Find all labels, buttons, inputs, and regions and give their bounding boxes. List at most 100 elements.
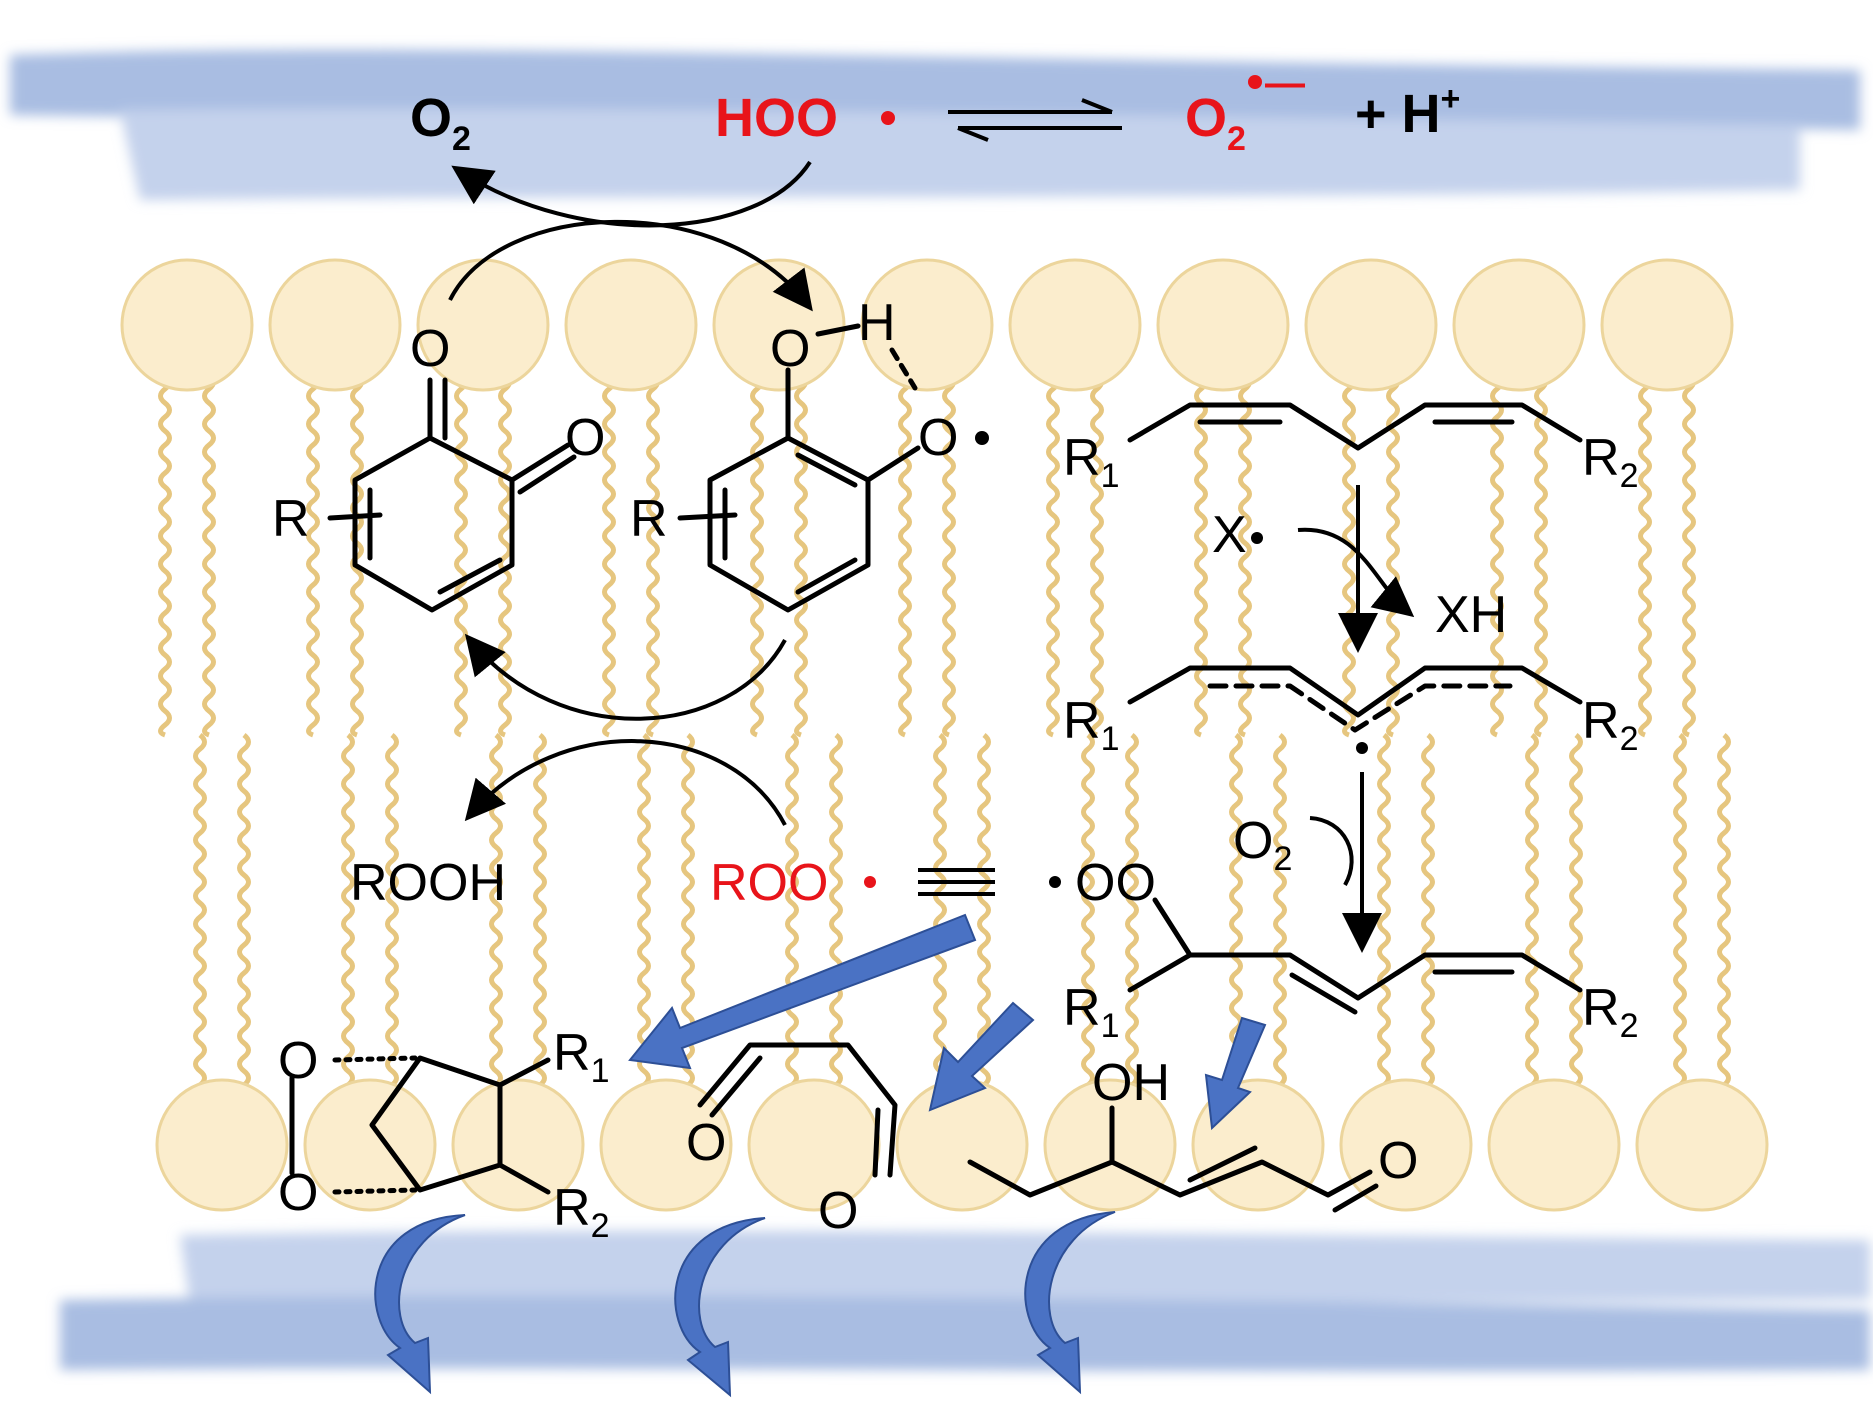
hne-oh: OH <box>1092 1054 1170 1112</box>
hoo-radical-label: HOO <box>715 88 838 148</box>
product-arrows <box>628 913 1267 1131</box>
rooh-label: ROOH <box>350 854 506 912</box>
release-arrow-1 <box>374 1214 466 1395</box>
lipid-heads <box>120 258 1769 1212</box>
o2-mid-label: O2 <box>1233 812 1292 878</box>
lipid-head <box>268 258 402 392</box>
arrow-to-mda <box>928 1001 1035 1112</box>
semiquinone-r: R <box>630 490 668 548</box>
semiquinone-structure <box>677 323 921 613</box>
arrow-x-to-xh <box>1297 527 1415 618</box>
lipid-tail <box>385 733 399 1098</box>
lipid-tail <box>933 733 947 1098</box>
lipid-tail <box>1673 733 1687 1098</box>
arrow-roo-to-rooh <box>464 739 787 826</box>
x-radical-label: X <box>1212 506 1247 564</box>
malondialdehyde-structure <box>697 1042 898 1178</box>
proton-label: + H+ <box>1355 80 1460 144</box>
lipid-tail <box>942 373 956 738</box>
lipid-head <box>1156 258 1290 392</box>
o2-top-label: O2 <box>410 88 471 158</box>
endoperoxide-o2: O <box>278 1164 318 1222</box>
lipid-head <box>120 258 254 392</box>
allyl-r2: R2 <box>1582 692 1638 758</box>
quinone-o2: O <box>565 409 605 467</box>
lipid-tail <box>237 733 251 1098</box>
lipid-head <box>155 1078 289 1212</box>
water-band-top <box>10 49 1860 200</box>
lipid-head <box>599 1078 733 1212</box>
peroxyl-r1: R1 <box>1063 979 1119 1045</box>
superoxide-dot <box>1248 75 1262 89</box>
lipid-tail <box>158 373 172 738</box>
water-band-bottom <box>60 1230 1870 1372</box>
lipid-tail <box>898 373 912 738</box>
lipid-head <box>564 258 698 392</box>
identity-symbol <box>918 868 995 896</box>
lipid-tail <box>785 733 799 1098</box>
pentadienyl-radical-structure <box>1127 665 1583 733</box>
lipid-tail <box>1125 733 1139 1098</box>
lipid-head <box>1008 258 1142 392</box>
pufa-diene-structure <box>1127 402 1583 451</box>
hne-o: O <box>1378 1132 1418 1190</box>
oo-radical-dot <box>1049 876 1061 888</box>
roo-radical-label: ROO <box>710 854 828 912</box>
lipid-head <box>1487 1078 1621 1212</box>
equilibrium-arrows <box>948 98 1122 142</box>
arrow-quinone-to-semiquinone <box>448 219 813 312</box>
lipid-tail <box>454 373 468 738</box>
o-quinone-structure <box>327 377 577 613</box>
diene-r2: R2 <box>1582 429 1638 495</box>
lipid-tails <box>158 373 1731 1098</box>
lipid-tail <box>1638 373 1652 738</box>
lipid-head <box>1452 258 1586 392</box>
arrow-semiquinone-to-quinone <box>464 633 787 721</box>
lipid-tail <box>1569 733 1583 1098</box>
pentadienyl-dot <box>1356 742 1368 754</box>
lipid-tail <box>794 373 808 738</box>
lipid-tail <box>533 733 547 1098</box>
lipid-tail <box>750 373 764 738</box>
lipid-tail <box>341 733 355 1098</box>
superoxide-charge: — <box>1265 61 1305 105</box>
lipid-tail <box>1377 733 1391 1098</box>
xh-label: XH <box>1435 586 1507 644</box>
semiquinone-o: O <box>770 320 810 378</box>
lipid-tail <box>498 373 512 738</box>
endoperoxide-r2: R2 <box>553 1179 609 1245</box>
lipid-peroxyl-structure <box>1127 897 1583 1015</box>
lipid-tail <box>1046 373 1060 738</box>
hne-structure <box>967 1105 1379 1213</box>
endoperoxide-structure <box>289 1055 551 1195</box>
lipid-tail <box>1194 373 1208 738</box>
lipid-head <box>895 1078 1029 1212</box>
arrow-to-endoperoxide <box>628 913 977 1070</box>
lipid-head <box>1635 1078 1769 1212</box>
lipid-tail <box>1238 373 1252 738</box>
lipid-tail <box>602 373 616 738</box>
lipid-tail <box>646 373 660 738</box>
lipid-tail <box>1421 733 1435 1098</box>
allyl-r1: R1 <box>1063 692 1119 758</box>
mda-o2: O <box>818 1182 858 1240</box>
lipid-tail <box>637 733 651 1098</box>
roo-radical-dot <box>864 876 876 888</box>
oo-label: OO <box>1075 854 1156 912</box>
lipid-tail <box>1229 733 1243 1098</box>
lipid-tail <box>829 733 843 1098</box>
mda-o1: O <box>686 1114 726 1172</box>
hoo-radical-dot <box>881 111 895 125</box>
semiquinone-o-radical: O <box>918 409 958 467</box>
lipid-tail <box>1386 373 1400 738</box>
release-arrow-3 <box>1024 1211 1116 1395</box>
endoperoxide-r1: R1 <box>553 1024 609 1090</box>
release-arrow-2 <box>674 1217 766 1398</box>
lipid-tail <box>1273 733 1287 1098</box>
lipid-head <box>1304 258 1438 392</box>
lipid-tail <box>1490 373 1504 738</box>
lipid-tail <box>1525 733 1539 1098</box>
arrow-o2-addition <box>1309 816 1354 886</box>
lipid-tail <box>1342 373 1356 738</box>
diene-r1: R1 <box>1063 429 1119 495</box>
